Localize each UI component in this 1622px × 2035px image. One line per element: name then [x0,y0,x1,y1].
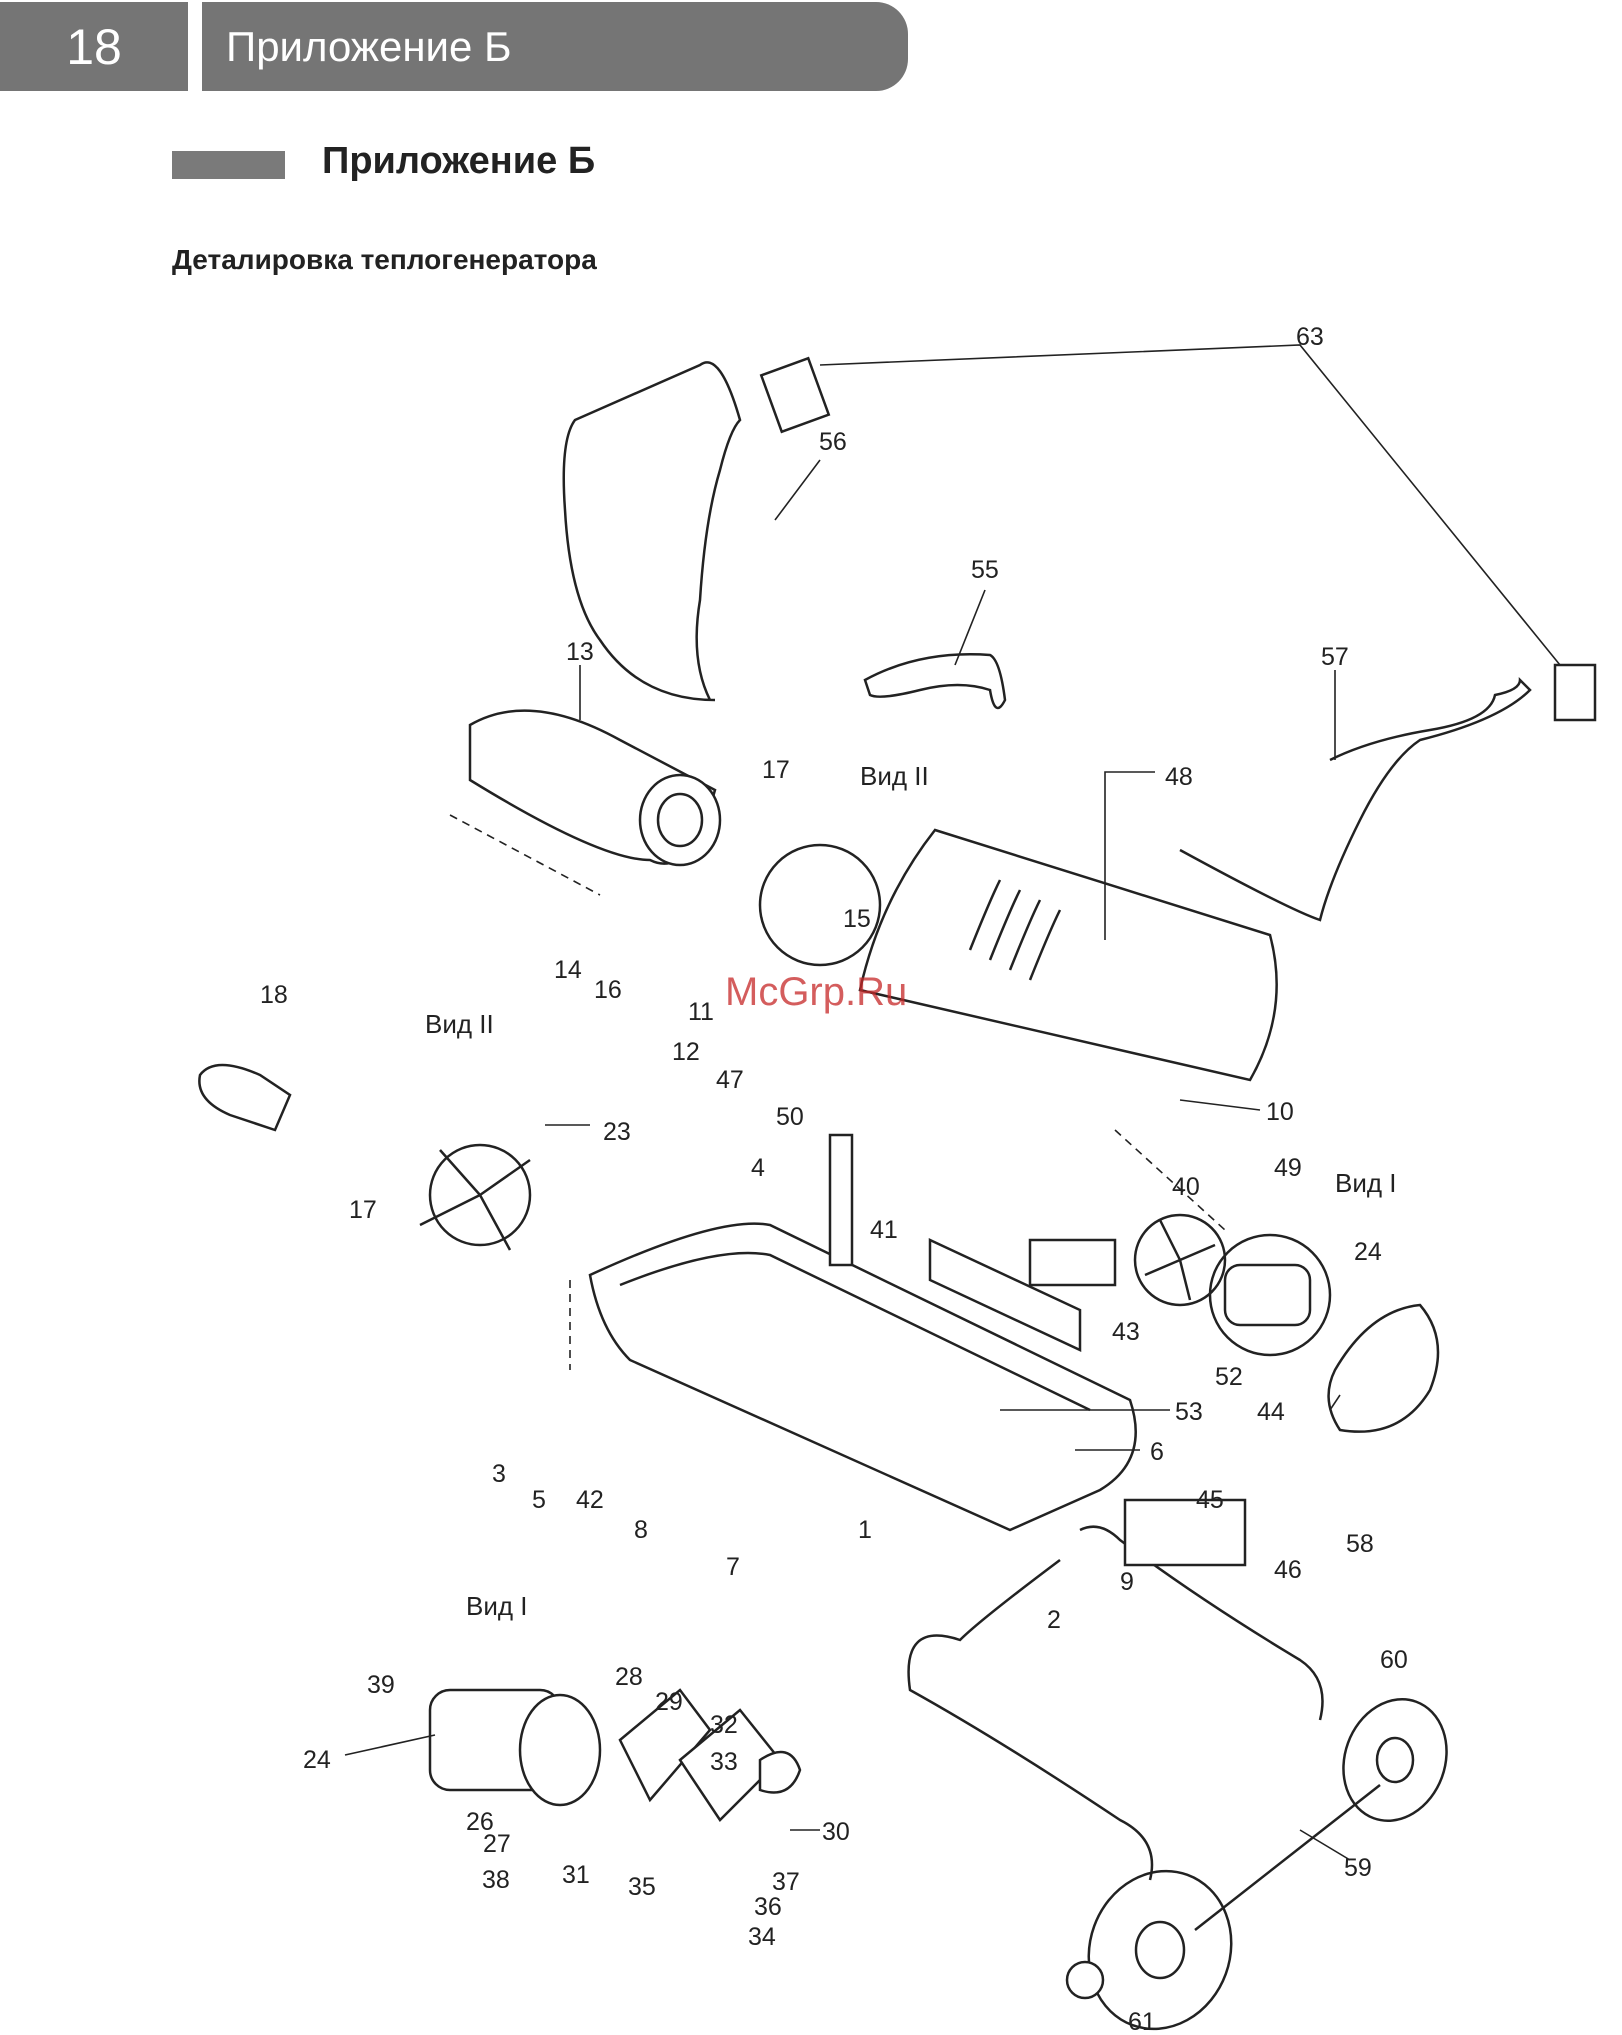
header-title: Приложение Б [202,2,908,91]
part-label: 32 [710,1711,738,1739]
frame-58 [909,1527,1323,1880]
part-label: 23 [603,1118,631,1146]
part-label: 56 [819,428,847,456]
part-label: 24 [1354,1238,1382,1266]
part-label: 24 [303,1746,331,1774]
section-subtitle: Деталировка теплогенератора [172,244,597,276]
part-label: 52 [1215,1363,1243,1391]
part-label: 39 [367,1671,395,1699]
fan-40-blades [1145,1220,1215,1300]
fuel-pickup-4 [830,1135,852,1265]
part-label: 6 [1150,1438,1164,1466]
part-label: 40 [1172,1173,1200,1201]
part-label: 8 [634,1516,648,1544]
view-label-i-right: Вид I [1335,1168,1396,1198]
part-label: 11 [688,998,714,1026]
part-label: 30 [822,1818,850,1846]
part-label: 53 [1175,1398,1203,1426]
part-label: 48 [1165,763,1193,791]
fan-guard-44 [1329,1305,1438,1432]
part-label: 5 [532,1486,546,1514]
part-label: 1 [858,1516,872,1544]
leader-63 [820,345,1560,665]
leader-10 [1180,1100,1260,1110]
part-label: 27 [483,1830,511,1858]
exploded-parts-diagram: McGrp.Ru Вид II Вид II Вид I Вид I 63 56… [0,300,1622,2035]
part-label: 13 [566,638,594,666]
part-label: 12 [672,1038,700,1066]
chamber-13-end [640,775,720,865]
part-label: 46 [1274,1556,1302,1584]
part-label: 14 [554,956,582,984]
watermark: McGrp.Ru [725,970,907,1014]
part-label: 3 [492,1460,506,1488]
handle-57 [1180,680,1530,920]
box-49 [1030,1240,1115,1285]
part-label: 37 [772,1868,800,1896]
guard-55 [865,654,1005,708]
view-label-ii-top: Вид II [860,761,929,791]
wheel-61 [1067,1851,1253,2035]
bracket-63-top [761,358,829,431]
pump-body-26 [520,1695,600,1805]
part-label: 33 [710,1748,738,1776]
part-label: 17 [762,756,790,784]
fan-17-blades [420,1150,530,1250]
part-label: 61 [1128,2008,1156,2035]
page-number: 18 [0,2,188,91]
part-label: 58 [1346,1530,1374,1558]
part-label: 18 [260,981,288,1009]
bracket-63-right [1555,665,1595,720]
part-label: 2 [1047,1606,1061,1634]
part-label: 31 [562,1861,590,1889]
part-label: 17 [349,1196,377,1224]
nozzle-18 [199,1065,290,1130]
part-label: 29 [655,1688,683,1716]
part-label: 15 [843,905,871,933]
part-label: 36 [754,1893,782,1921]
part-label: 47 [716,1066,744,1094]
part-label: 57 [1321,643,1349,671]
part-label: 49 [1274,1154,1302,1182]
part-label: 16 [594,976,622,1004]
wheel-60 [1327,1685,1463,1836]
part-label: 55 [971,556,999,584]
part-label: 60 [1380,1646,1408,1674]
motor-24 [1225,1265,1310,1325]
part-label: 44 [1257,1398,1285,1426]
leader-59 [1300,1830,1350,1860]
part-label: 38 [482,1866,510,1894]
leader-56 [775,460,820,520]
part-label: 50 [776,1103,804,1131]
part-label: 35 [628,1873,656,1901]
control-board-45 [1125,1500,1245,1565]
part-label: 42 [576,1486,604,1514]
leader-24b [345,1735,435,1755]
part-label: 45 [1196,1486,1224,1514]
part-label: 9 [1120,1568,1134,1596]
part-label: 59 [1344,1854,1372,1882]
section-marker [172,151,285,179]
part-label: 34 [748,1923,776,1951]
part-label: 7 [726,1553,740,1581]
section-title: Приложение Б [322,140,595,183]
view-label-i-bottom: Вид I [466,1591,527,1621]
cap-30 [760,1752,800,1793]
part-label: 10 [1266,1098,1294,1126]
part-label: 63 [1296,323,1324,351]
view-label-ii-left: Вид II [425,1009,494,1039]
part-label: 41 [870,1216,898,1244]
part-label: 4 [751,1154,765,1182]
part-label: 28 [615,1663,643,1691]
part-label: 43 [1112,1318,1140,1346]
cap-61 [1067,1962,1103,1998]
